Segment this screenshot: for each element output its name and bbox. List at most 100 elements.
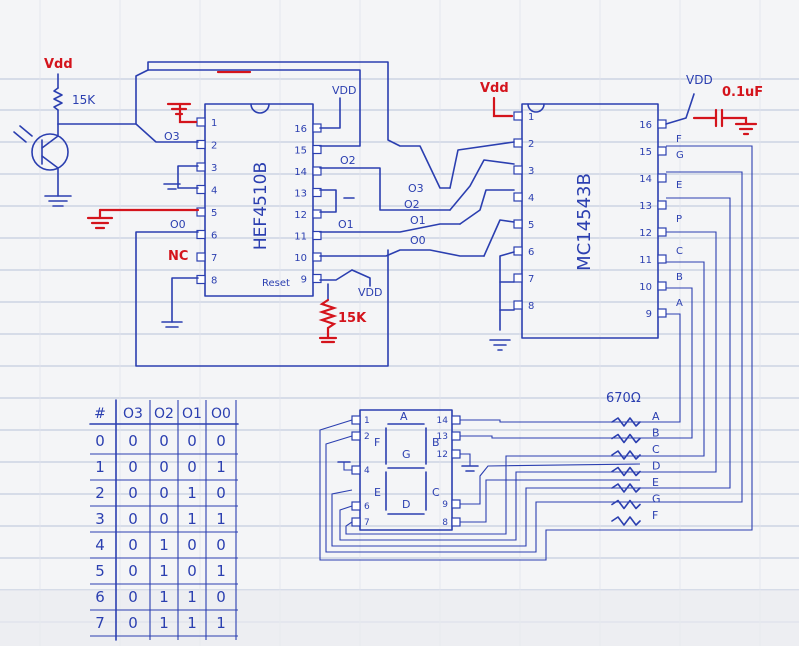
o2-label-right: O2 <box>340 154 356 167</box>
truth-table-cell: 0 <box>95 432 105 450</box>
resistor-icon <box>611 499 641 510</box>
truth-table-cell: 0 <box>216 536 226 554</box>
truth-table-cell: 0 <box>159 510 169 528</box>
chip1-pin-5 <box>196 207 206 217</box>
display-pin-4 <box>351 465 361 475</box>
truth-table-cell: 0 <box>216 588 226 606</box>
o3-label-mid: O3 <box>408 182 424 195</box>
truth-table-cell: 3 <box>95 510 105 528</box>
resistor-label: G <box>652 493 661 506</box>
truth-table-cell: 0 <box>159 432 169 450</box>
display-pin-label: 13 <box>437 432 448 442</box>
chip2-pin-6 <box>513 246 523 256</box>
segment-label: E <box>374 486 381 499</box>
o1-label-mid: O1 <box>410 214 426 227</box>
truth-table-header: # <box>94 406 106 422</box>
o3-label-left: O3 <box>164 130 180 143</box>
resistor-label: A <box>652 410 660 423</box>
chip1-pin-13 <box>312 187 322 198</box>
chip2-pin-15 <box>657 146 667 156</box>
chip1-pin-1 <box>196 117 206 127</box>
segment-label: G <box>402 448 411 461</box>
display-pin-1 <box>351 415 361 425</box>
display-pin-label: 9 <box>442 500 448 510</box>
truth-table-cell: 1 <box>187 510 197 528</box>
chip2-output-label: P <box>676 214 682 225</box>
segment-label: D <box>402 498 410 511</box>
truth-table-cell: 0 <box>159 484 169 502</box>
chip1-pin-12 <box>312 209 322 219</box>
chip2-pin-label: 4 <box>528 193 534 204</box>
chip2-pin-label: 16 <box>639 120 652 131</box>
segment-label: F <box>374 436 380 449</box>
chip2-pin-11 <box>657 254 667 264</box>
display-pin-label: 1 <box>364 416 370 426</box>
truth-table-cell: 0 <box>128 510 138 528</box>
display-pin-2 <box>351 431 361 441</box>
chip2-pin-label: 12 <box>639 228 652 239</box>
truth-table-header: O3 <box>123 406 143 422</box>
segment-label: B <box>432 436 440 449</box>
truth-table-cell: 1 <box>159 536 169 554</box>
display-pin-label: 7 <box>364 518 370 528</box>
chip1-pin-label: 6 <box>211 231 217 242</box>
chip1-pin-label: 3 <box>211 163 217 174</box>
chip2-pin-label: 14 <box>639 174 652 185</box>
display-pin-9 <box>451 499 461 509</box>
truth-table-cell: 0 <box>187 432 197 450</box>
o2-label-mid: O2 <box>404 198 420 211</box>
truth-table-cell: 0 <box>128 588 138 606</box>
resistor-label: B <box>652 427 660 440</box>
chip1-pin-label: 10 <box>294 253 307 264</box>
chip2-pin-5 <box>513 219 523 229</box>
chip1-pin-label: 8 <box>211 276 217 287</box>
display-pin-label: 12 <box>437 450 448 460</box>
o1-label-right: O1 <box>338 218 354 231</box>
chip1-pin-label: 14 <box>294 167 307 178</box>
nc-label: NC <box>168 249 188 264</box>
phototransistor-section: Vdd 15K <box>13 57 149 207</box>
chip1-name: HEF4510B <box>251 162 271 250</box>
vdd-label-left: Vdd <box>44 57 73 72</box>
display-pin-12 <box>451 449 461 459</box>
chip2-pin-label: 5 <box>528 220 534 231</box>
r-top-label: 15K <box>72 93 96 107</box>
chip1-pin-label: 12 <box>294 210 307 221</box>
display-pin-label: 2 <box>364 432 370 442</box>
reset-label: Reset <box>262 278 290 289</box>
chip2-output-label: B <box>676 272 683 283</box>
chip1-pin-9 <box>312 273 322 284</box>
resistor-icon <box>611 450 641 460</box>
display-pin-label: 8 <box>442 518 448 528</box>
chip1-pin-15 <box>312 144 322 155</box>
chip1-pin-label: 11 <box>294 232 307 243</box>
chip1-pin-label: 5 <box>211 208 217 219</box>
chip2-pin-4 <box>513 192 523 202</box>
vdd-label-mid: Vdd <box>480 81 509 96</box>
chip1-pin-label: 16 <box>294 124 307 135</box>
display-pin-7 <box>351 517 361 527</box>
chip2-pin-14 <box>657 173 667 183</box>
truth-table-cell: 0 <box>128 614 138 632</box>
resistor-label: E <box>652 476 659 489</box>
truth-table-cell: 0 <box>128 432 138 450</box>
chip1-pin-label: 1 <box>211 118 217 129</box>
display-pin-14 <box>451 415 461 425</box>
truth-table-cell: 1 <box>159 588 169 606</box>
chip2-pin-label: 15 <box>639 147 652 158</box>
chip2-output-label: G <box>676 150 684 161</box>
chip2-pin-12 <box>657 227 667 237</box>
chip2-pin-label: 10 <box>639 282 652 293</box>
chip2-output-label: E <box>676 180 682 191</box>
chip1-pin-label: 13 <box>294 189 307 200</box>
resistor-label: F <box>652 509 658 522</box>
chip1-pin-8 <box>196 274 206 285</box>
